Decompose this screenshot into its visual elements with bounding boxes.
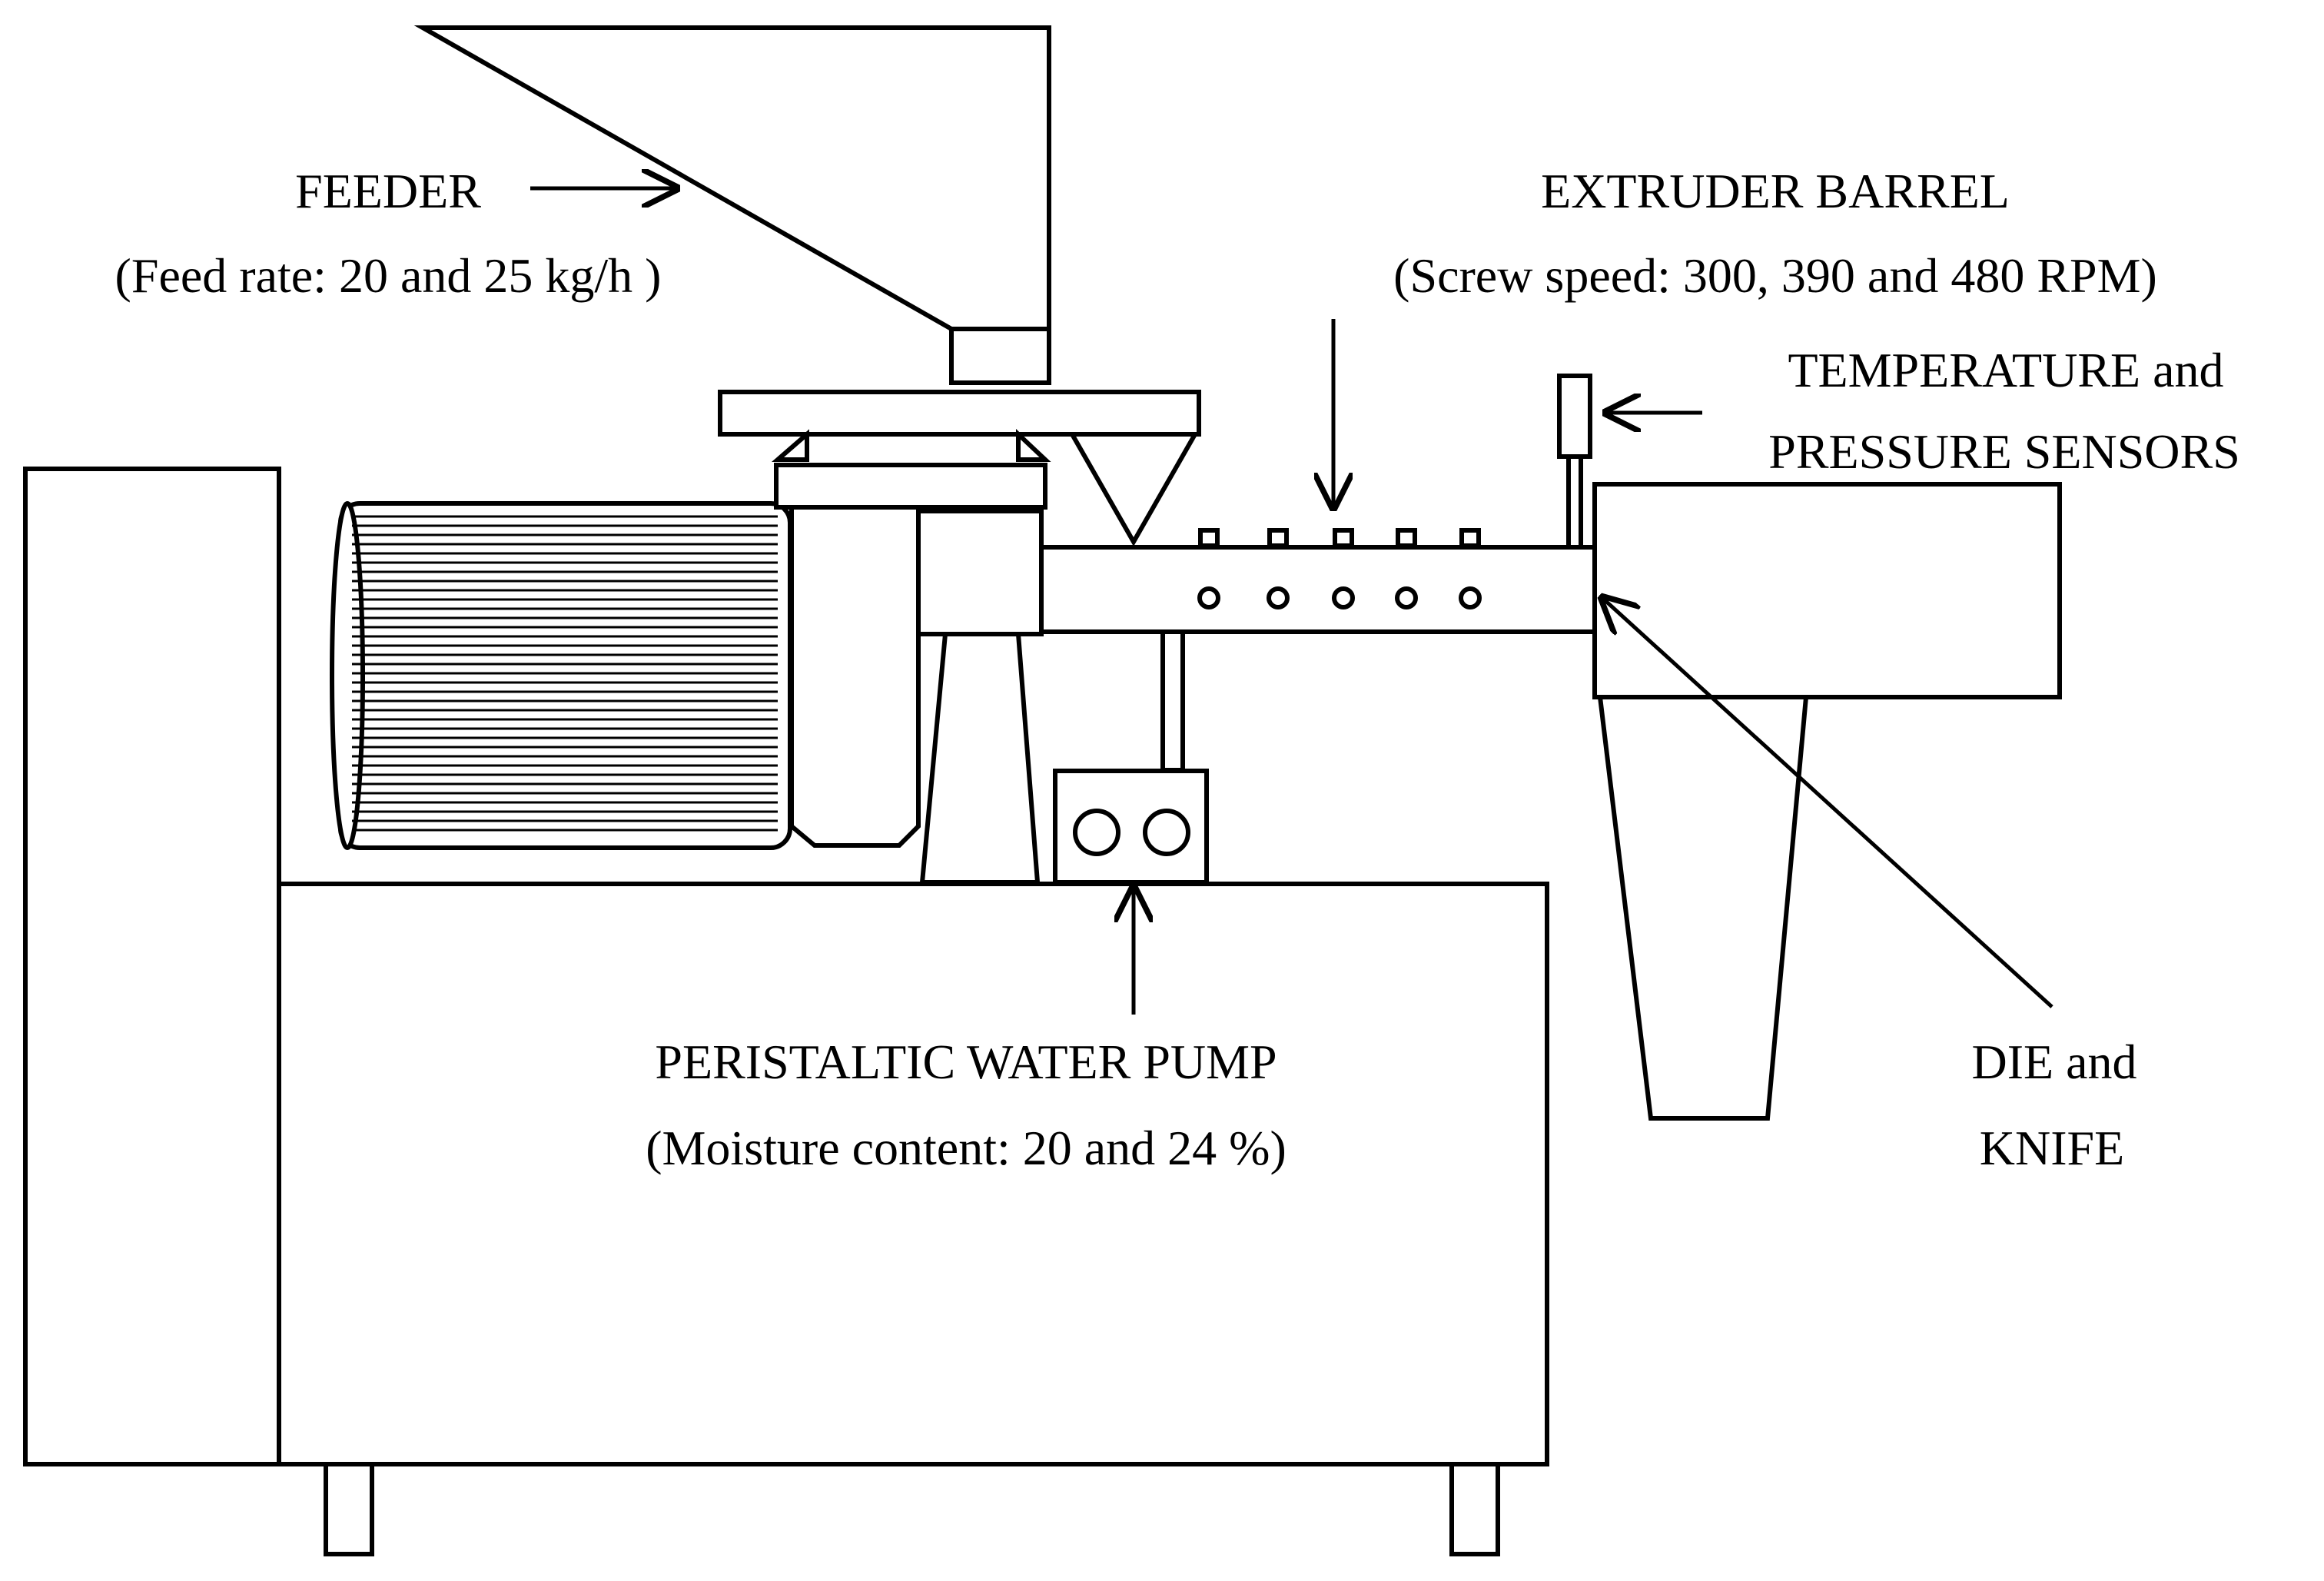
motor-cooling-fins (352, 515, 778, 832)
barrel-port-hole (1395, 586, 1418, 609)
pump-roller-left (1073, 809, 1120, 856)
water-line (1160, 629, 1185, 772)
die-knife-housing (1592, 482, 2062, 699)
feeder-plate (718, 390, 1201, 437)
knife-label: KNIFE (1980, 1121, 2124, 1175)
die-label: DIE and (1971, 1035, 2136, 1089)
table-leg-right (1449, 1462, 1500, 1556)
pump-moisture-label: (Moisture content: 20 and 24 %) (646, 1121, 1286, 1175)
motor-body (338, 501, 792, 850)
barrel-port-top (1333, 528, 1354, 548)
sensor-head (1557, 374, 1592, 459)
barrel-port-hole (1267, 586, 1290, 609)
plate-support-left (771, 429, 809, 462)
gearbox-top (774, 463, 1047, 510)
base-table (277, 882, 1549, 1466)
barrel-port-top (1198, 528, 1220, 548)
plate-support-right (1016, 429, 1051, 462)
feed-funnel (1067, 432, 1200, 547)
control-cabinet (23, 467, 281, 1466)
barrel-label: EXTRUDER BARREL (1541, 164, 2010, 218)
barrel-ports (1197, 528, 1482, 609)
pump-roller-right (1143, 809, 1190, 856)
feeder-rate-label: (Feed rate: 20 and 25 kg/h ) (115, 248, 662, 303)
die-arrow (1602, 598, 2053, 1008)
barrel-speed-label: (Screw speed: 300, 390 and 480 RPM) (1393, 248, 2157, 303)
barrel-port-top (1267, 528, 1289, 548)
barrel-port-hole (1459, 586, 1482, 609)
gearbox-body (789, 505, 921, 848)
sensor-stem (1566, 454, 1583, 550)
barrel-port-top (1459, 528, 1481, 548)
drive-housing (916, 509, 1044, 636)
feeder-label: FEEDER (295, 164, 481, 218)
barrel-port-hole (1197, 586, 1220, 609)
pump-label: PERISTALTIC WATER PUMP (655, 1035, 1277, 1089)
barrel-port-hole (1332, 586, 1355, 609)
sensors-label-2: PRESSURE SENSORS (1768, 424, 2240, 479)
feeder-neck (949, 327, 1051, 385)
sensors-label: TEMPERATURE and (1788, 343, 2223, 397)
cutter-chute (1597, 695, 1809, 1121)
barrel-port-top (1396, 528, 1417, 548)
extruder-barrel (1039, 545, 1597, 634)
motor-end-cap (330, 501, 365, 850)
table-leg-left (324, 1462, 374, 1556)
drive-pedestal (919, 632, 1041, 885)
